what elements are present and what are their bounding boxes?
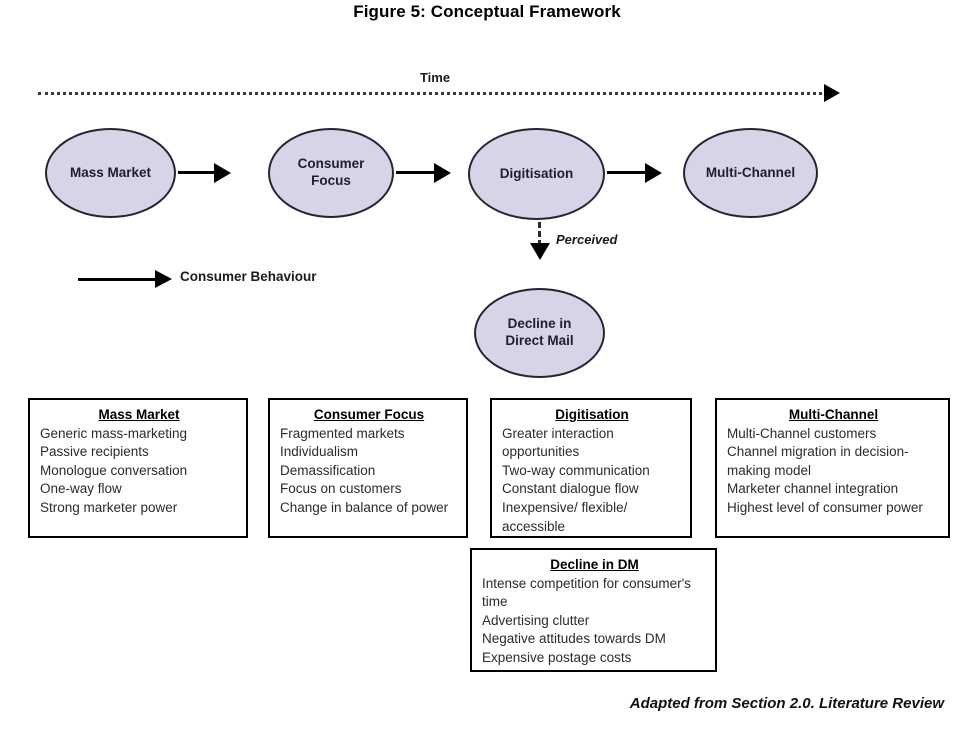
legend-label: Consumer Behaviour bbox=[180, 269, 317, 284]
attribute-item: Passive recipients bbox=[40, 444, 149, 460]
timeline-dotted-line bbox=[38, 92, 828, 95]
attribute-item: Advertising clutter bbox=[482, 612, 590, 628]
node-multi-channel[interactable]: Multi-Channel bbox=[683, 128, 818, 218]
attribute-box-decline-in-dm: Decline in DM Intense competition for co… bbox=[470, 548, 717, 672]
attribute-item: Fragmented markets bbox=[280, 425, 405, 441]
node-digitisation[interactable]: Digitisation bbox=[468, 128, 605, 220]
attribute-item: Multi-Channel customers bbox=[727, 425, 877, 441]
attribute-item: Strong marketer power bbox=[40, 500, 178, 516]
timeline-label: Time bbox=[419, 70, 451, 85]
attribute-box-title: Multi-Channel bbox=[788, 407, 879, 422]
arrow-consumer-focus-to-digitisation bbox=[396, 171, 436, 174]
timeline-arrowhead-icon bbox=[824, 84, 840, 102]
attribute-item: Channel migration in decision-making mod… bbox=[727, 444, 909, 478]
legend-arrow-line bbox=[78, 278, 158, 281]
attribute-box-title: Decline in DM bbox=[550, 557, 639, 572]
attribute-item: Focus on customers bbox=[280, 481, 402, 497]
arrow-digitisation-to-decline-dashed bbox=[538, 222, 541, 246]
attribute-item: Two-way communication bbox=[502, 462, 650, 478]
attribute-item: Expensive postage costs bbox=[482, 650, 632, 666]
attribute-item: Constant dialogue flow bbox=[502, 481, 639, 497]
arrowhead-down-icon bbox=[530, 243, 550, 260]
arrow-mass-market-to-consumer-focus bbox=[178, 171, 216, 174]
attribute-item: Negative attitudes towards DM bbox=[482, 631, 666, 647]
attribute-item: Change in balance of power bbox=[280, 500, 449, 516]
attribute-item: Demassification bbox=[280, 462, 376, 478]
branch-label-perceived: Perceived bbox=[556, 232, 618, 247]
attribute-item: Highest level of consumer power bbox=[727, 500, 923, 516]
figure-title: Figure 5: Conceptual Framework bbox=[353, 2, 621, 21]
attribute-box-title: Consumer Focus bbox=[313, 407, 425, 422]
attribute-item: Generic mass-marketing bbox=[40, 425, 188, 441]
attribute-box-title: Mass Market bbox=[98, 407, 180, 422]
attribute-box-digitisation: Digitisation Greater interaction opportu… bbox=[490, 398, 692, 538]
attribute-item: Individualism bbox=[280, 444, 359, 460]
attribute-item: Intense competition for consumer's time bbox=[482, 575, 691, 610]
attribute-item: One-way flow bbox=[40, 481, 122, 497]
attribute-item: Monologue conversation bbox=[40, 462, 188, 478]
legend-arrowhead-icon bbox=[155, 270, 172, 288]
attribute-item: Inexpensive/ flexible/ accessible bbox=[502, 500, 628, 534]
arrowhead-icon bbox=[434, 163, 451, 183]
attribute-box-title: Digitisation bbox=[555, 407, 629, 422]
attribute-item: Marketer channel integration bbox=[727, 481, 899, 497]
arrow-digitisation-to-multi-channel bbox=[607, 171, 647, 174]
attribute-item: Greater interaction opportunities bbox=[502, 425, 614, 460]
node-mass-market[interactable]: Mass Market bbox=[45, 128, 176, 218]
arrowhead-icon bbox=[214, 163, 231, 183]
arrowhead-icon bbox=[645, 163, 662, 183]
source-note: Adapted from Section 2.0. Literature Rev… bbox=[629, 695, 944, 712]
